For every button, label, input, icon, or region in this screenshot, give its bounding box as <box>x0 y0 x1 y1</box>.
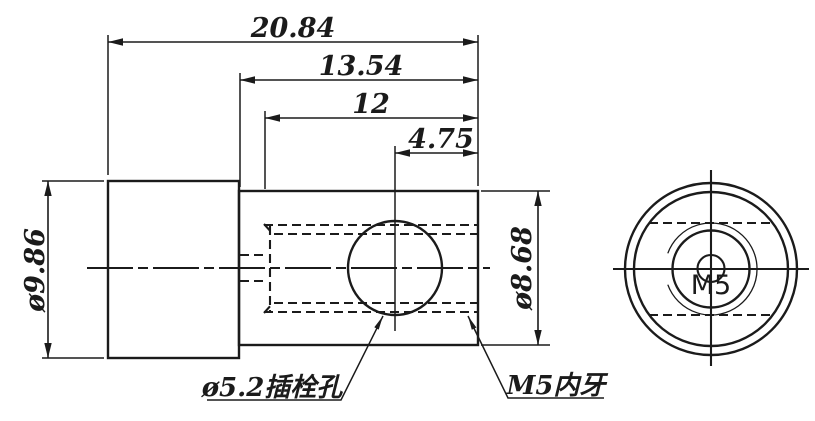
arrowhead-icon <box>374 316 383 330</box>
dimension-text-head-diameter: ø9.86 <box>20 228 51 313</box>
dimension-head-diameter: ø9.86 <box>20 180 104 359</box>
arrowhead-icon <box>463 114 478 122</box>
thread-minor-circle <box>671 229 751 309</box>
leader-line <box>207 315 384 401</box>
head-circle <box>623 181 799 357</box>
arrowhead-icon <box>534 330 542 345</box>
dimension-shank-length: 13.54 <box>239 51 478 187</box>
arrowhead-icon <box>108 38 123 46</box>
end-view: M5 <box>613 170 809 366</box>
arrowhead-icon <box>468 316 477 330</box>
arrowhead-icon <box>240 76 255 84</box>
dimension-body-diameter: ø8.68 <box>481 190 550 346</box>
callout-pin-hole: ø5.2插栓孔 <box>201 315 384 403</box>
dimension-hole-offset: 4.75 <box>395 124 478 157</box>
head-outline <box>106 179 241 360</box>
arrowhead-icon <box>463 149 478 157</box>
callout-text-pin-hole: ø5.2插栓孔 <box>201 373 344 403</box>
leader-line <box>467 315 604 399</box>
arrowhead-icon <box>395 149 410 157</box>
arrowhead-icon <box>44 343 52 358</box>
arrowhead-icon <box>534 191 542 206</box>
arrowhead-icon <box>265 114 280 122</box>
dimension-overall-length: 20.84 <box>107 13 479 186</box>
callout-text-internal-thread: M5内牙 <box>506 371 609 401</box>
arrowhead-icon <box>463 38 478 46</box>
body-circle <box>632 190 790 348</box>
dimension-text-body-diameter: ø8.68 <box>507 226 538 311</box>
hidden-line-chamfer-top <box>263 223 273 234</box>
hidden-line-chamfer-bottom <box>263 303 273 314</box>
dimension-text-thread-length: 12 <box>352 89 390 120</box>
dimension-text-shank-length: 13.54 <box>319 51 404 82</box>
front-view <box>87 146 490 360</box>
pilot-hole-circle <box>696 253 726 284</box>
callout-internal-thread: M5内牙 <box>467 315 609 401</box>
arrowhead-icon <box>44 181 52 196</box>
dimension-text-hole-offset: 4.75 <box>408 124 474 155</box>
dimension-thread-length: 12 <box>264 89 478 189</box>
arrowhead-icon <box>463 76 478 84</box>
thread-major-arc <box>667 222 758 316</box>
dimension-text-overall-length: 20.84 <box>250 13 336 44</box>
end-view-thread-label: M5 <box>691 270 731 301</box>
